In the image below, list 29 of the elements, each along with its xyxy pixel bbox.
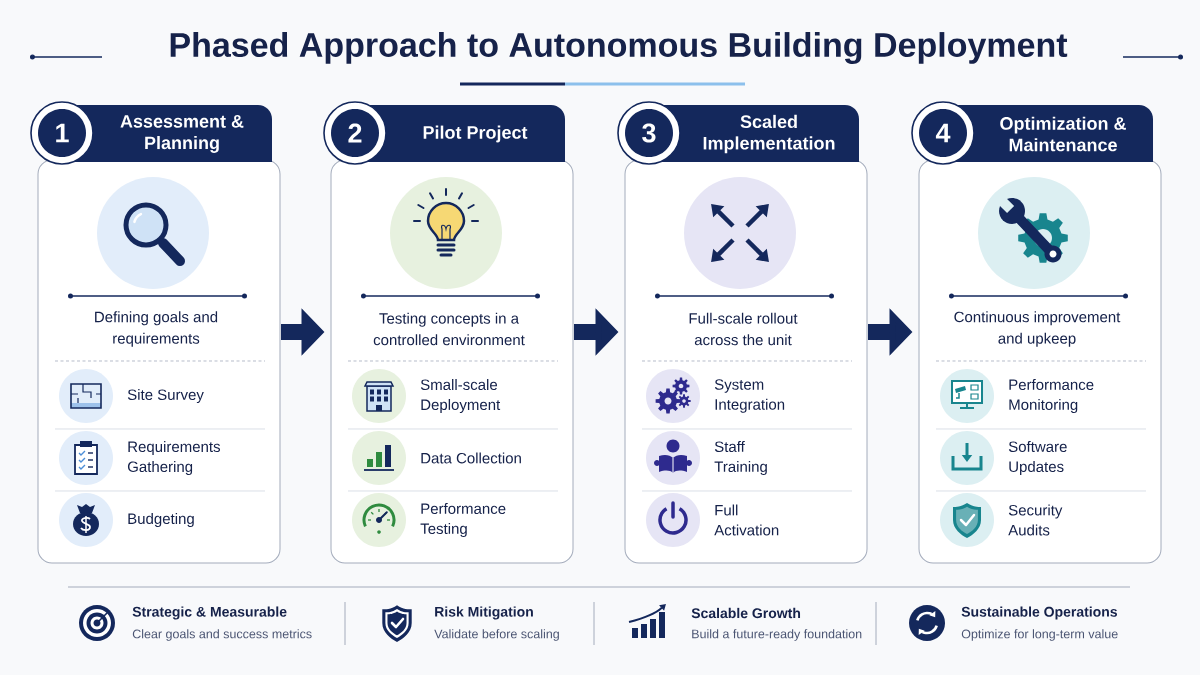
- feature-subtitle: Build a future-ready foundation: [692, 629, 862, 641]
- item-label: Full Activation: [714, 504, 779, 536]
- feature-heading: Strategic & Measurable: [132, 606, 287, 620]
- item-label: Requirements Gathering: [127, 441, 220, 475]
- title: Phased Approach to Autonomous Building Deployment: [170, 32, 1068, 64]
- item-label: Staff Training: [714, 441, 767, 475]
- description-text: Full-scale rollout across the unit: [689, 312, 798, 346]
- feature-subtitle: Validate before scaling: [434, 629, 559, 641]
- number-badge: 2: [323, 101, 387, 165]
- feature-subtitle: Clear goals and success metrics: [132, 629, 312, 641]
- number-badge: 4: [911, 101, 975, 165]
- feature-subtitle: Optimize for long-term value: [961, 629, 1118, 641]
- item-label: Performance Testing: [420, 503, 506, 537]
- feature-heading: Scalable Growth: [691, 607, 801, 619]
- feature-heading: Risk Mitigation: [435, 606, 533, 620]
- item-label: System Integration: [714, 379, 785, 413]
- description-text: Testing concepts in a controlled environment: [373, 312, 525, 346]
- item-label: Small-scale Deployment: [420, 379, 501, 413]
- number-badge: 3: [617, 101, 681, 165]
- feature-heading: Sustainable Operations: [961, 606, 1117, 620]
- item-label: Data Collection: [421, 452, 521, 464]
- description-text: Continuous improvement and upkeep: [954, 311, 1121, 347]
- item-label: Budgeting: [128, 513, 194, 527]
- item-label: Site Survey: [127, 389, 204, 403]
- item-label: Security Audits: [1008, 504, 1063, 536]
- item-label: Performance Monitoring: [1009, 379, 1094, 413]
- description-text: Defining goals and requirements: [95, 311, 218, 347]
- item-label: Software Updates: [1008, 441, 1067, 475]
- number-badge: 1: [30, 101, 94, 165]
